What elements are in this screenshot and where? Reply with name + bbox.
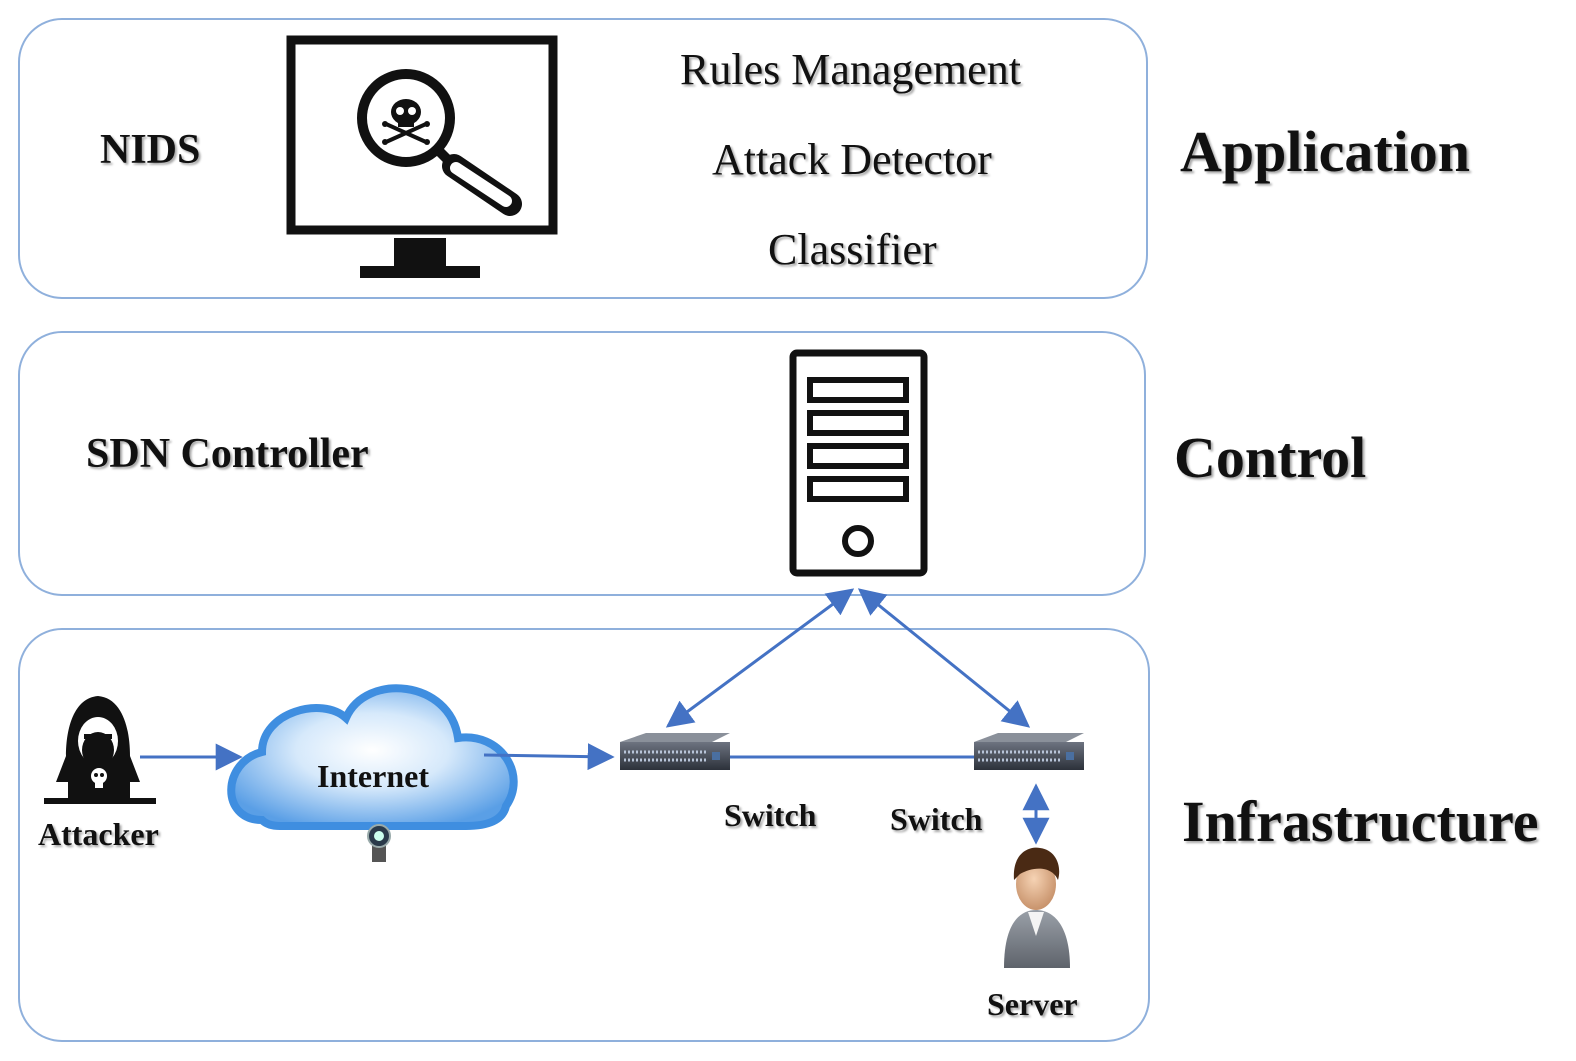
network-switch-icon [620,733,730,770]
application-layer-box [18,18,1148,299]
application-layer-label: Application [1180,119,1471,184]
infrastructure-layer-label: Infrastructure [1182,789,1539,854]
controller-switch-1-arrow [665,588,855,728]
monitor-skull-magnifier-icon [286,35,558,278]
user-icon [1004,847,1070,968]
server-tower-icon [789,349,928,577]
cloud-icon [227,684,518,862]
internet-to-switch-arrow [483,743,615,771]
hacker-icon [44,696,156,804]
switch-2-label: Switch [890,801,983,837]
switch-1-label: Switch [724,797,817,833]
control-layer-label: Control [1174,425,1367,490]
nids-label: NIDS [100,127,201,173]
component-classifier: Classifier [768,225,937,274]
component-rules-management: Rules Management [680,45,1021,94]
network-switch-icon [974,733,1084,770]
control-layer-box [18,331,1146,596]
attacker-label: Attacker [38,816,159,852]
controller-switch-2-arrow [857,588,1031,728]
server-label: Server [987,986,1078,1022]
sdn-controller-label: SDN Controller [86,431,369,477]
component-attack-detector: Attack Detector [712,135,992,184]
internet-label: Internet [317,758,429,794]
connection-lines [140,588,1050,845]
